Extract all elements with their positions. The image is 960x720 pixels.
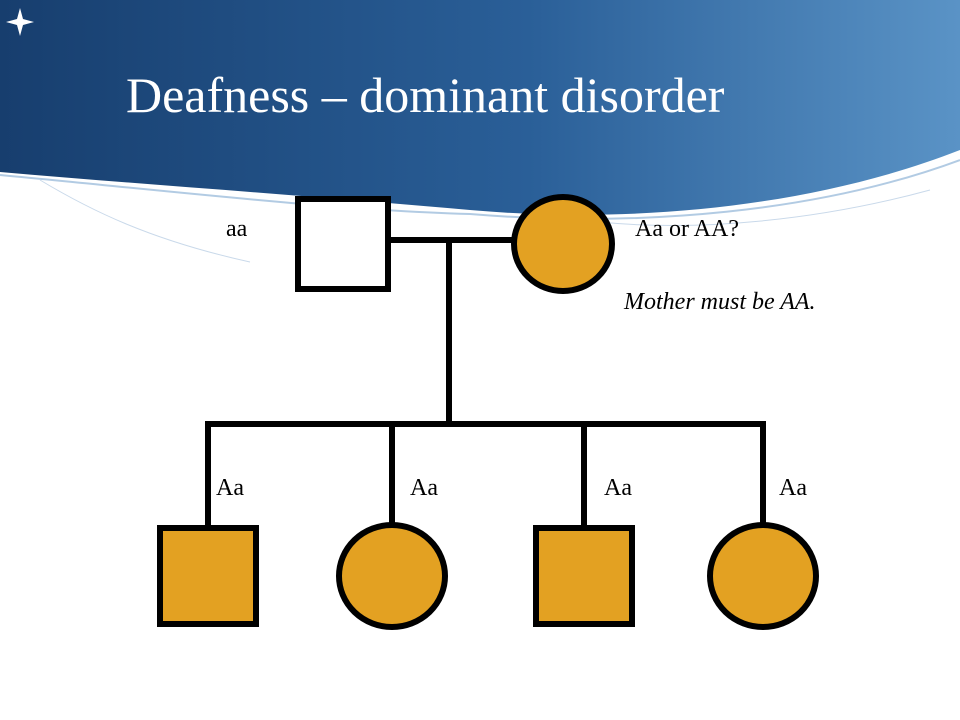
child-square <box>157 525 259 627</box>
mother-genotype: Aa or AA? <box>635 216 739 242</box>
father-genotype: aa <box>226 216 248 242</box>
banner-arc <box>39 179 251 263</box>
inference-note: Mother must be AA. <box>624 289 816 315</box>
child-genotype: Aa <box>779 475 807 501</box>
banner-arc <box>599 189 931 226</box>
child-genotype: Aa <box>604 475 632 501</box>
child-genotype: Aa <box>410 475 438 501</box>
mother-circle <box>511 194 615 294</box>
plus-star-icon <box>6 8 34 36</box>
child-circle <box>707 522 819 630</box>
child-genotype: Aa <box>216 475 244 501</box>
page-title: Deafness – dominant disorder <box>126 67 725 123</box>
father-square <box>295 196 391 292</box>
title-banner <box>0 0 960 215</box>
child-circle <box>336 522 448 630</box>
banner-swoosh <box>0 159 960 220</box>
child-square <box>533 525 635 627</box>
